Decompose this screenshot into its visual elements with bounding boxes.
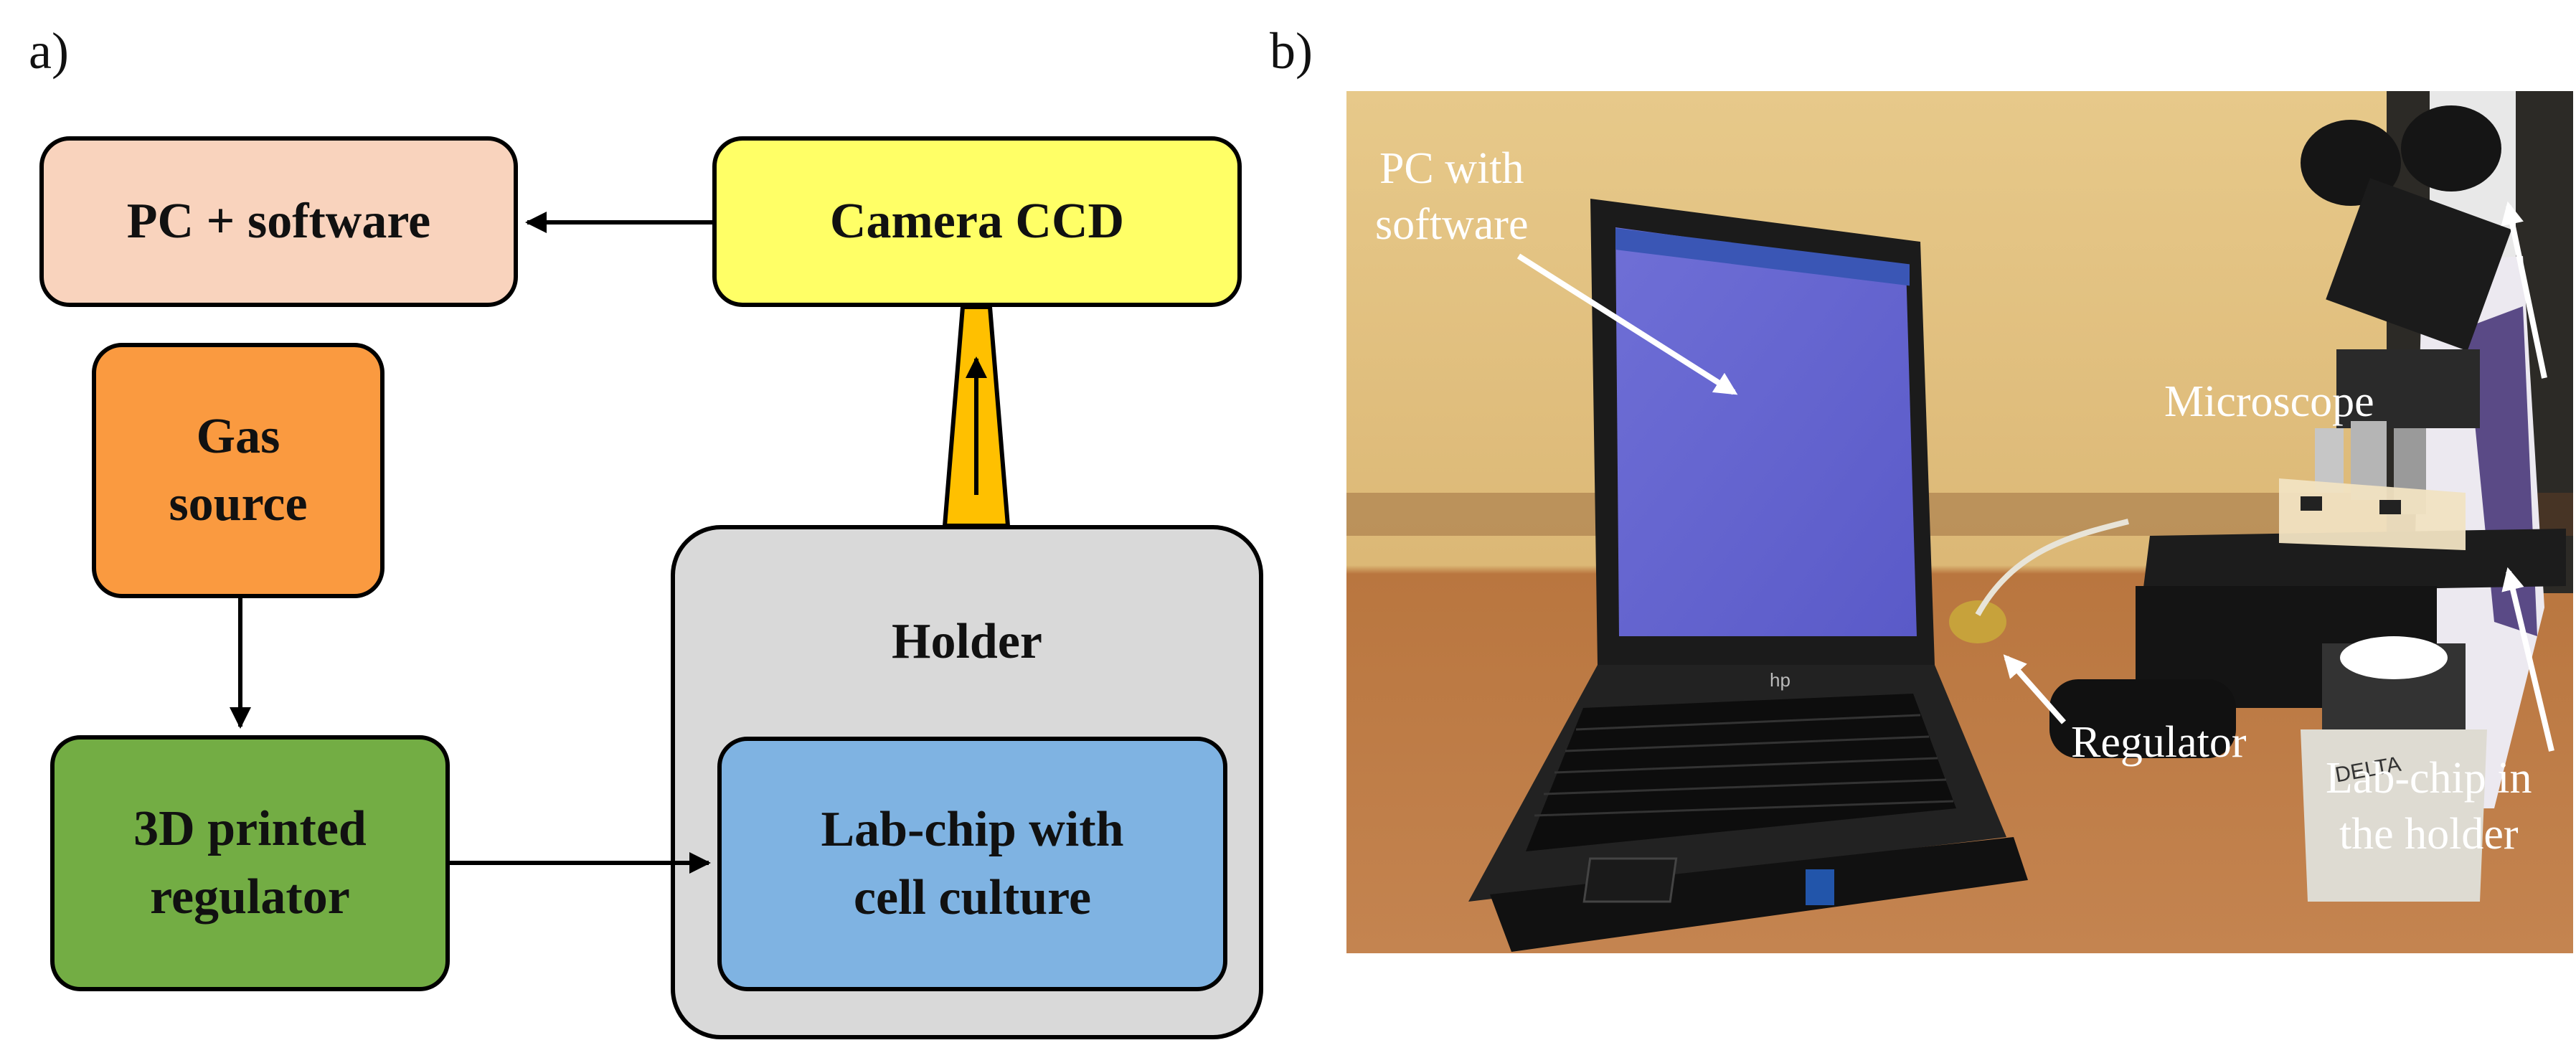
labchip-annotation-arrow [2501, 567, 2554, 752]
camera-ccd-label: Camera CCD [829, 193, 1125, 249]
pc-software-label: PC + software [126, 193, 431, 249]
annotation-pc: PC with software [1375, 141, 1528, 252]
annotation-labchip-line2: the holder [2339, 809, 2519, 859]
annotation-regulator: Regulator [2071, 718, 2247, 767]
regulator-label-line1: 3D printed [133, 801, 367, 856]
diagram-arrows [230, 212, 1011, 874]
labchip-box: Lab-chip with cell culture [717, 737, 1227, 991]
laptop: hp [1468, 199, 2028, 952]
regulator-box: 3D printed regulator [50, 735, 450, 991]
annotation-pc-line2: software [1375, 199, 1529, 249]
regulator-annotation-arrow [2003, 654, 2066, 724]
setup-photo: hp [1346, 91, 2573, 953]
gas-source-label-line1: Gas [196, 408, 280, 464]
microscope-annotation-arrow [2501, 201, 2547, 379]
annotation-pc-line1: PC with [1379, 144, 1524, 193]
pc-software-box: PC + software [39, 136, 518, 307]
holder-label: Holder [892, 614, 1042, 669]
gas-source-label-line2: source [169, 476, 308, 532]
regulator-knob [1949, 600, 2006, 643]
panel-b-label: b) [1270, 22, 1313, 80]
gas-source-box: Gas source [92, 343, 384, 598]
labchip-label-line2: cell culture [853, 869, 1092, 925]
annotation-labchip-line1: Lab-chip in [2326, 754, 2532, 803]
labchip-label-line1: Lab-chip with [821, 802, 1124, 857]
annotation-microscope: Microscope [2164, 377, 2374, 426]
microscope: DELTA [2049, 91, 2566, 902]
setup-illustration: hp [1346, 91, 2573, 952]
pc-annotation-arrow [1516, 253, 1738, 395]
annotation-labchip: Lab-chip in the holder [2326, 751, 2532, 862]
regulator-label-line2: regulator [150, 869, 350, 925]
laptop-brand: hp [1770, 669, 1791, 691]
panel-a-label: a) [29, 22, 69, 80]
